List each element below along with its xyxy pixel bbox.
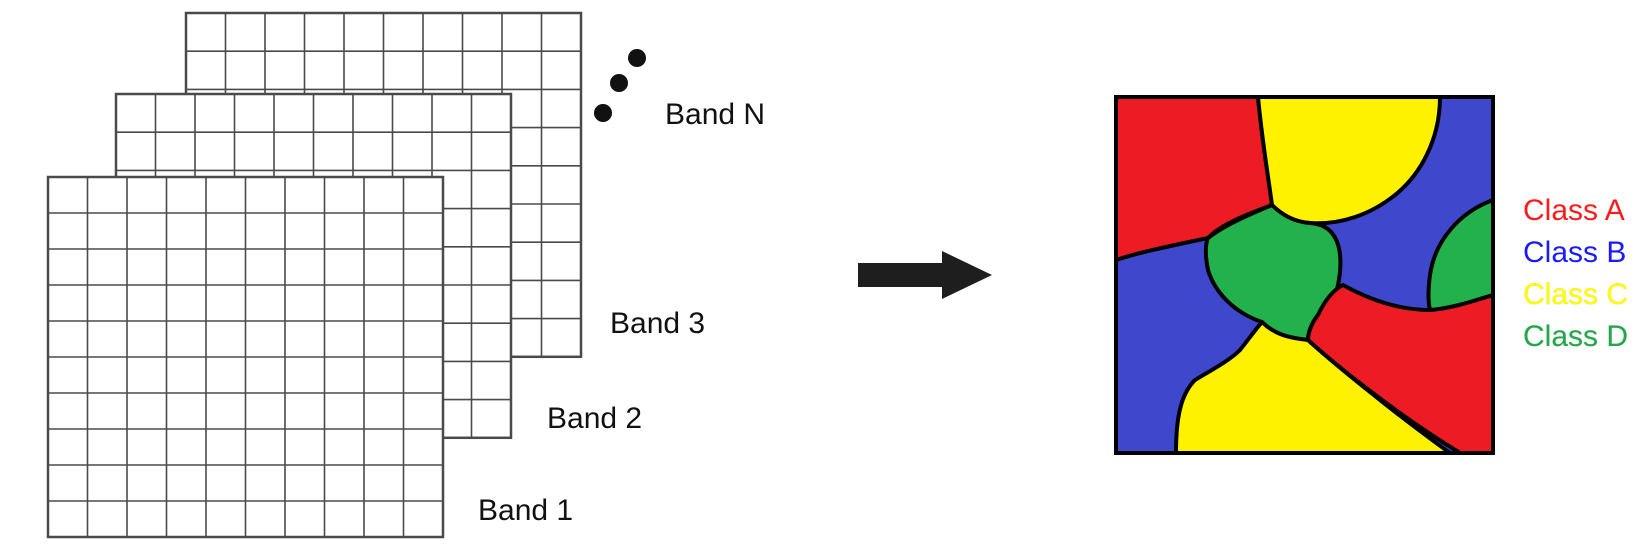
legend-class-d: Class D	[1523, 320, 1628, 353]
legend-class-a: Class A	[1523, 194, 1625, 227]
band-3-label: Band 3	[610, 307, 705, 340]
classified-map	[1114, 95, 1495, 455]
class-a-region-bottom-right	[1306, 283, 1493, 453]
band-1-grid	[46, 175, 445, 539]
ellipsis-dots-icon	[594, 49, 646, 122]
class-d-region-right	[1426, 198, 1493, 312]
right-arrow-icon	[858, 251, 992, 299]
band-n-label: Band N	[665, 98, 765, 131]
band-2-label: Band 2	[547, 402, 642, 435]
band-1-label: Band 1	[478, 494, 573, 527]
legend-class-b: Class B	[1523, 236, 1626, 269]
legend-class-c: Class C	[1523, 278, 1628, 311]
legend: Class A Class B Class C Class D	[1523, 194, 1629, 353]
